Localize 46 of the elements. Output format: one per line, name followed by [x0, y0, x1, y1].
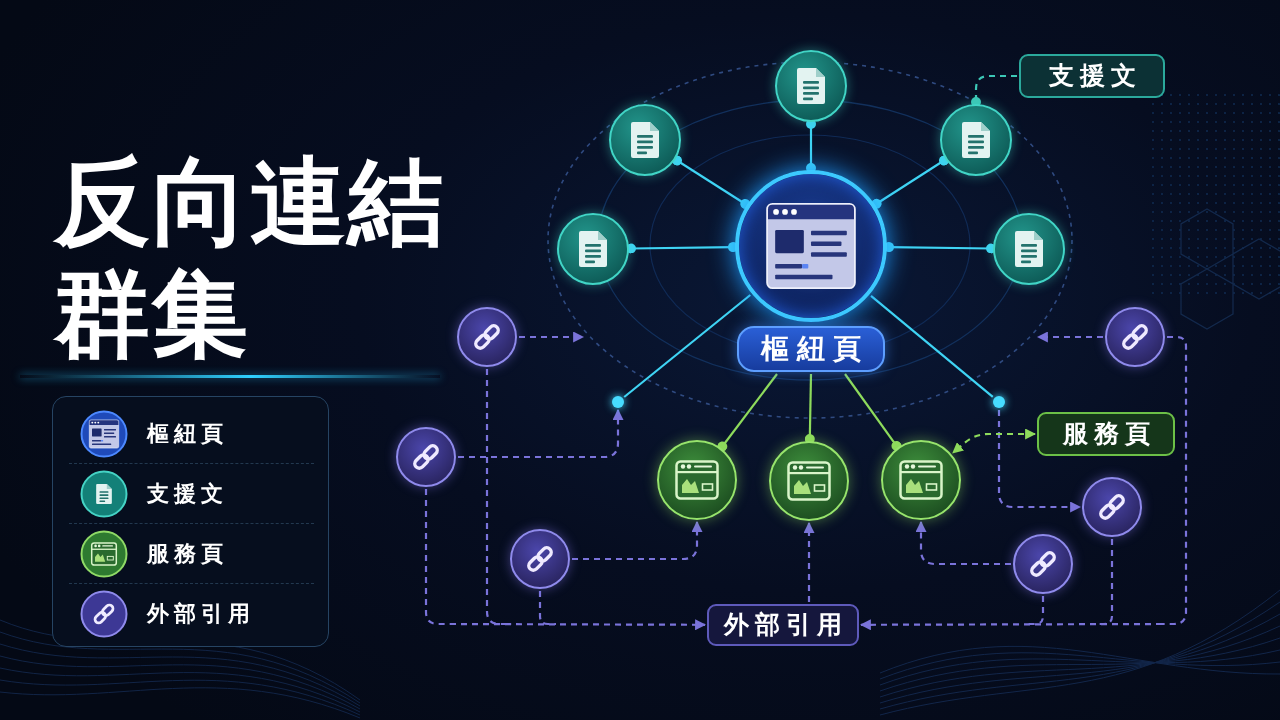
hub-label: 樞紐頁 — [737, 326, 885, 372]
document-circle — [993, 213, 1065, 285]
connector-line — [870, 294, 994, 398]
arrow — [952, 428, 1037, 454]
service-circle — [657, 440, 737, 520]
connector-line — [804, 374, 815, 444]
connector-line — [672, 155, 751, 209]
connector-line — [806, 119, 816, 173]
arrow — [803, 521, 815, 602]
legend-label: 支援文 — [147, 480, 228, 508]
junction-dot — [612, 396, 624, 408]
link-circle — [1013, 534, 1073, 594]
connector-line — [623, 294, 751, 398]
connector-line — [1027, 596, 1045, 626]
link-circle — [1105, 307, 1165, 367]
arrow — [997, 410, 1082, 513]
hub-circle — [735, 170, 887, 322]
connector-line — [538, 591, 556, 626]
connector-line — [871, 155, 949, 209]
document-circle — [609, 104, 681, 176]
label-box: 外部引用 — [707, 604, 859, 646]
arrow — [915, 520, 1011, 566]
service-circle — [769, 441, 849, 521]
arrow — [450, 619, 707, 631]
title: 反向連結群集 — [54, 146, 447, 370]
legend-label: 外部引用 — [147, 600, 255, 628]
arrow — [572, 520, 703, 561]
callout-box: 服務頁 — [1037, 412, 1175, 456]
document-circle — [940, 104, 1012, 176]
leader-line — [971, 74, 1017, 107]
link-circle — [457, 307, 517, 367]
link-circle — [1082, 477, 1142, 537]
callout-box: 支援文 — [1019, 54, 1165, 98]
service-circle — [881, 440, 961, 520]
legend-label: 樞紐頁 — [147, 420, 228, 448]
link-circle — [510, 529, 570, 589]
legend-label: 服務頁 — [147, 540, 228, 568]
arrow — [1036, 331, 1103, 343]
arrow — [519, 331, 585, 343]
junction-dot — [993, 396, 1005, 408]
arrow — [458, 408, 624, 459]
link-circle — [396, 427, 456, 487]
connector-line — [844, 373, 902, 451]
document-circle — [557, 213, 629, 285]
connector-line — [717, 373, 778, 452]
document-circle — [775, 50, 847, 122]
